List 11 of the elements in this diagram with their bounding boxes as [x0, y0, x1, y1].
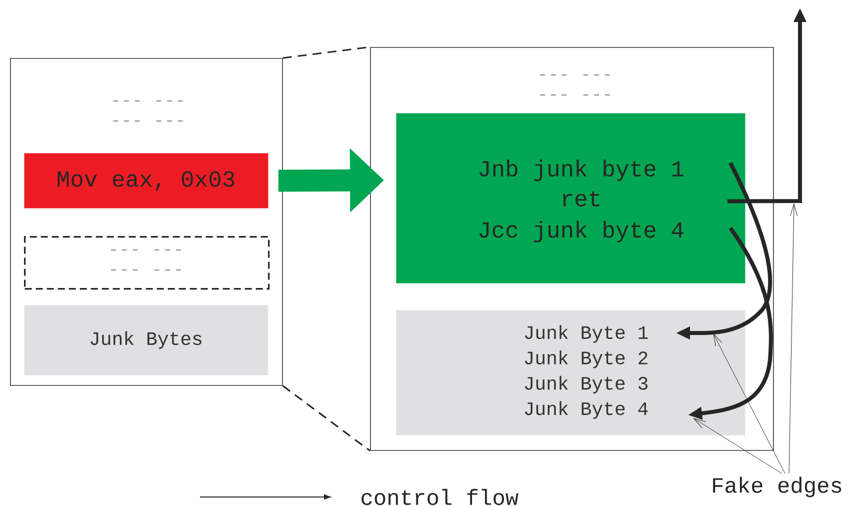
callout-label: Fake edges [713, 476, 842, 498]
instruction-box: Mov eax, 0x03 [24, 153, 268, 208]
placeholder-box: --- --- --- --- [24, 236, 270, 290]
code-block: Jnb junk byte 1 ret Jcc junk byte 4 [396, 113, 746, 284]
legend-label: control flow [362, 488, 518, 506]
junk-bytes-box: Junk Bytes [24, 305, 268, 376]
leader-line [788, 204, 798, 474]
junk-bytes-box: Junk Byte 1 Junk Byte 2 Junk Byte 3 Junk Byte 4 [396, 310, 746, 436]
zoom-line [282, 385, 370, 452]
leader-line [713, 334, 786, 474]
leader-line [694, 418, 782, 474]
